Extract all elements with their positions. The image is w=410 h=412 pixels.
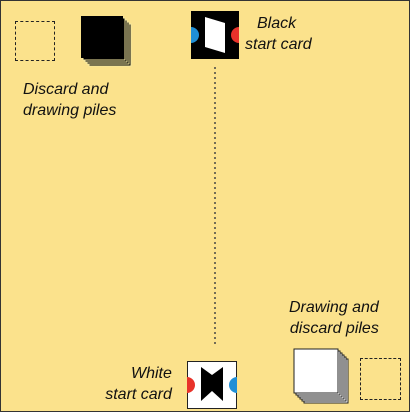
white-start-card[interactable] [187, 361, 237, 409]
drawing-pile-black[interactable] [81, 16, 135, 70]
white-start-caption: White start card [105, 363, 172, 405]
bottom-piles-caption: Drawing and discard piles [289, 297, 379, 339]
white-start-card-graphic [187, 361, 237, 409]
black-start-card-graphic [191, 11, 239, 59]
discard-pile-slot-white[interactable] [360, 358, 401, 400]
black-start-card[interactable] [191, 11, 239, 59]
dotted-connector-line [213, 67, 217, 347]
black-card-stack-graphic [81, 16, 135, 70]
top-piles-caption: Discard and drawing piles [23, 79, 116, 121]
black-start-caption: Black start card [245, 13, 312, 55]
white-card-stack-graphic [294, 349, 354, 407]
discard-pile-slot-black[interactable] [15, 21, 55, 61]
drawing-pile-white[interactable] [294, 349, 354, 407]
